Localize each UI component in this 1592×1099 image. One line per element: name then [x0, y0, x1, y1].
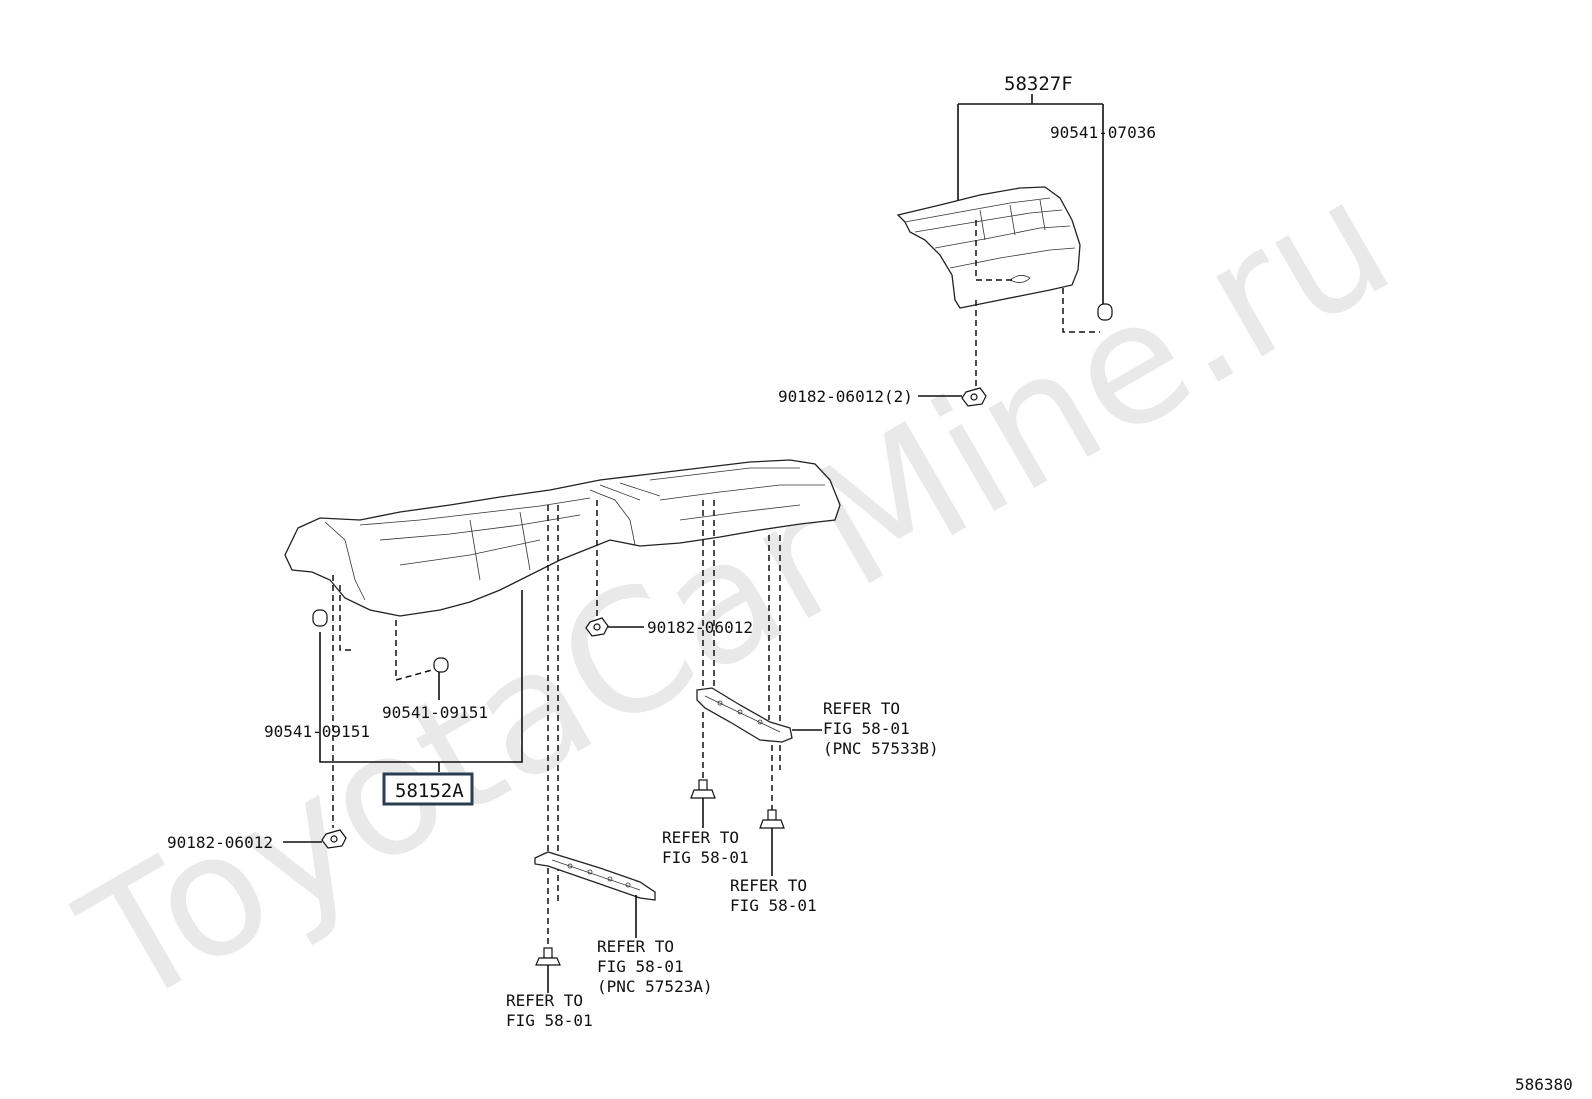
label-90182-06012-2: 90182-06012(2): [778, 387, 913, 406]
refer-bolt3-line2: FIG 58-01: [506, 1011, 593, 1030]
refer-bolt2-line1: REFER TO: [730, 876, 807, 895]
label-90541-09151-center: 90541-09151: [382, 703, 488, 722]
refer-bolt1-line2: FIG 58-01: [662, 848, 749, 867]
refer-right-line3: (PNC 57533B): [823, 739, 939, 758]
bolt-right-1[interactable]: [690, 779, 716, 799]
refer-right-line1: REFER TO: [823, 699, 900, 718]
bolt-right-2[interactable]: [759, 809, 785, 829]
clip-90541-07036[interactable]: [1097, 303, 1113, 321]
label-58327F: 58327F: [1004, 73, 1073, 95]
refer-bolt2-line2: FIG 58-01: [730, 896, 817, 915]
nut-90182-06012-middle[interactable]: [585, 617, 609, 637]
refer-bracket-line3: (PNC 57523A): [597, 977, 713, 996]
crossmember-bracket-57533B[interactable]: [696, 687, 793, 743]
nut-90182-06012-left[interactable]: [321, 829, 347, 849]
refer-bracket-line2: FIG 58-01: [597, 957, 684, 976]
label-90182-06012-left: 90182-06012: [167, 833, 273, 852]
label-90541-07036: 90541-07036: [1050, 123, 1156, 142]
label-58152A: 58152A: [395, 780, 464, 802]
label-90541-09151-left: 90541-09151: [264, 722, 370, 741]
clip-90541-09151-left[interactable]: [312, 609, 328, 627]
diagram-id: 586380: [1515, 1075, 1573, 1094]
refer-bolt3-line1: REFER TO: [506, 991, 583, 1010]
refer-right-line2: FIG 58-01: [823, 719, 910, 738]
refer-bracket-line1: REFER TO: [597, 937, 674, 956]
highlight-box-58152A: [382, 772, 474, 806]
bolt-lower-left[interactable]: [535, 947, 561, 966]
main-floor-heat-insulator[interactable]: [284, 459, 841, 617]
upper-heat-insulator[interactable]: [896, 186, 1081, 309]
label-90182-06012-middle: 90182-06012: [647, 618, 753, 637]
refer-bolt1-line1: REFER TO: [662, 828, 739, 847]
nut-90182-06012-upper[interactable]: [961, 387, 987, 407]
lower-bracket-57523A[interactable]: [534, 851, 656, 901]
clip-90541-09151-center[interactable]: [433, 657, 449, 673]
